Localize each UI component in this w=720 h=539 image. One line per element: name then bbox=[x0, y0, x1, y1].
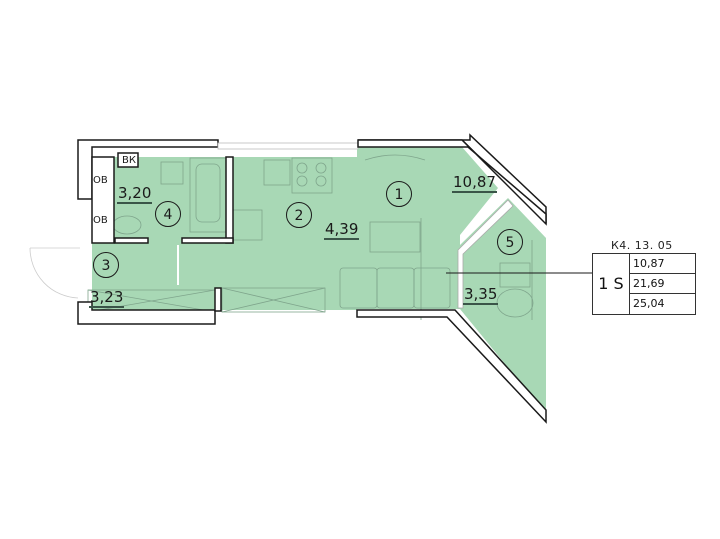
total-area-with-loggia: 25,04 bbox=[633, 297, 665, 310]
apartment-type: 1 S bbox=[593, 254, 630, 314]
room-number-3: 3 bbox=[93, 252, 119, 278]
room-area-5: 3,35 bbox=[463, 285, 499, 305]
room-number-5: 5 bbox=[497, 229, 523, 255]
room-area-2: 4,39 bbox=[324, 220, 360, 240]
room-area-4: 3,20 bbox=[117, 184, 153, 204]
room-area-1: 10,87 bbox=[452, 173, 497, 193]
room-number-2: 2 bbox=[286, 202, 312, 228]
room-area-3: 3,23 bbox=[89, 288, 125, 308]
room-number-1: 1 bbox=[386, 181, 412, 207]
guide-lines bbox=[29, 245, 179, 299]
walls bbox=[77, 133, 547, 424]
water-riser-label: ВК bbox=[122, 155, 136, 166]
room-number-4: 4 bbox=[155, 201, 181, 227]
apartment-code: К4. 13. 05 bbox=[611, 239, 673, 252]
vent-label: ОВ bbox=[93, 175, 108, 186]
living-area: 10,87 bbox=[630, 254, 696, 274]
area-legend: 1 S 10,87 21,69 25,04 bbox=[592, 253, 696, 315]
total-area: 21,69 bbox=[630, 274, 696, 294]
vent-label: ОВ bbox=[93, 215, 108, 226]
